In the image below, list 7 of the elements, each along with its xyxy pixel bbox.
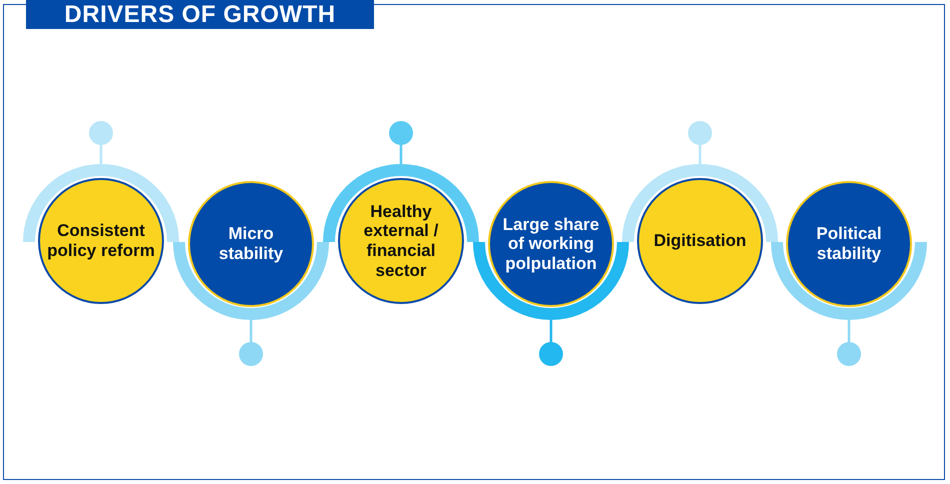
title-banner: DRIVERS OF GROWTH [26,0,374,29]
driver-label: Healthy external / financial sector [362,202,440,280]
driver-label: Micro stability [218,224,284,264]
driver-label: Consistent policy reform [47,221,155,261]
driver-label: Digitisation [654,231,746,251]
driver-label: Political stability [815,224,883,264]
driver-label: Large share of working polpulation [502,214,600,274]
